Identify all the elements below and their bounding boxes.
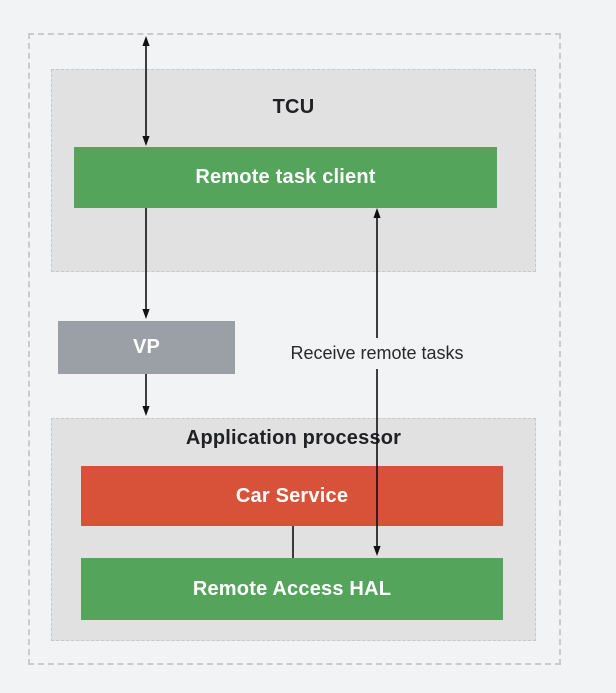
- car-service-block: Car Service: [81, 466, 503, 526]
- tcu-section-title: TCU: [272, 96, 315, 118]
- remote-access-hal-block: Remote Access HAL: [81, 558, 503, 620]
- application-processor-title: Application processor: [185, 427, 402, 449]
- vp-block: VP: [58, 321, 235, 374]
- remote-task-client-block: Remote task client: [74, 147, 497, 208]
- outer-dashed-frame: [28, 33, 561, 665]
- receive-remote-tasks-label: Receive remote tasks: [281, 338, 473, 369]
